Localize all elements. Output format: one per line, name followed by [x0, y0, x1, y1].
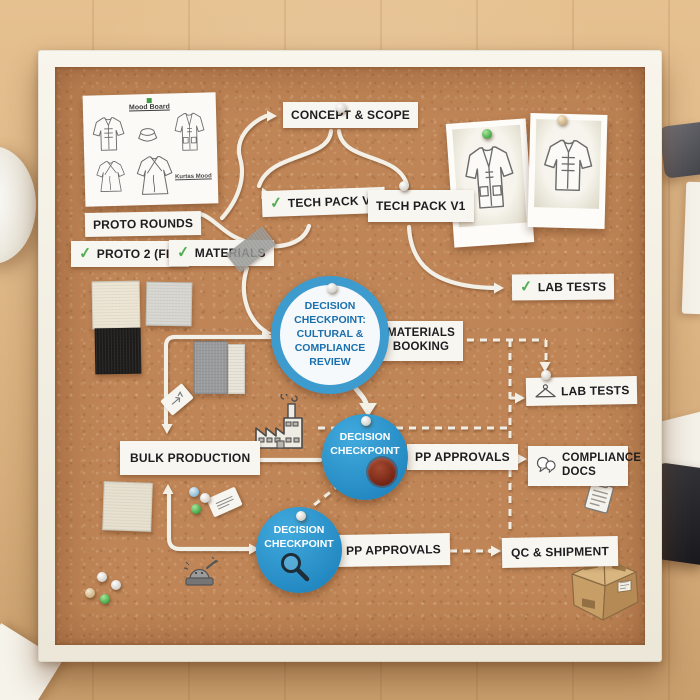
jacket-sketch: [541, 128, 595, 199]
mood-board-card: Mood Board Kurtas Mood: [82, 92, 219, 207]
label-text: CONCEPT & SCOPE: [291, 108, 411, 122]
label-concept-scope: CONCEPT & SCOPE: [283, 102, 419, 128]
check-icon: ✓: [519, 277, 534, 296]
hat-sketch: [135, 124, 160, 145]
label-pp-approvals-mid: PP APPROVALS: [407, 444, 518, 470]
fabric-swatch-white: [228, 344, 245, 394]
circle-text: DECISION CHECKPOINT: [264, 524, 334, 550]
label-qc-shipment: QC & SHIPMENT: [501, 535, 619, 569]
clipboard-icon: [584, 479, 614, 514]
push-pin-tan: [557, 115, 567, 125]
label-pp-approvals-bottom: PP APPROVALS: [336, 533, 451, 567]
mood-card-caption: Kurtas Mood: [174, 173, 212, 181]
label-text: COMPLIANCE DOCS: [562, 452, 642, 478]
label-text: PP APPROVALS: [345, 542, 441, 558]
wrap-jacket-sketch: [134, 151, 175, 198]
hanger-icon: [535, 384, 556, 398]
magnifier-icon: [281, 553, 310, 582]
factory-icon: [255, 394, 303, 449]
mole-icon: [183, 556, 219, 586]
label-text: QC & SHIPMENT: [510, 544, 610, 560]
polaroid-jacket: [527, 113, 608, 229]
decision-checkpoint-bottom-circle: DECISION CHECKPOINT: [256, 507, 342, 593]
circle-text: DECISION CHECKPOINT: [330, 431, 400, 457]
label-lab-tests: LAB TESTS: [525, 376, 638, 406]
label-text: TECH PACK V1: [287, 193, 378, 211]
fabric-swatch-cream: [91, 280, 141, 330]
check-icon: ✓: [268, 193, 284, 213]
jacket-sketch: [91, 113, 126, 154]
push-pin-white: [327, 283, 337, 293]
scribble-icon: [215, 495, 234, 510]
fabric-swatch-black: [94, 327, 142, 375]
label-bulk-production: BULK PRODUCTION: [120, 441, 261, 475]
push-pin-green: [191, 504, 201, 514]
dark-device-top-right: [659, 121, 700, 179]
decision-checkpoint-review-circle: DECISION CHECKPOINT: CULTURAL & COMPLIAN…: [271, 276, 389, 394]
label-text: TECH PACK V1: [376, 199, 466, 213]
label-text: LAB TESTS: [560, 383, 630, 399]
leaf-icon: [146, 97, 152, 104]
label-tech-pack-v1: TECH PACK V1: [368, 190, 474, 222]
check-icon: ✓: [78, 244, 93, 263]
label-text: PROTO 2 (FIT): [96, 247, 182, 261]
push-pin-white: [200, 493, 210, 503]
label-materials-booking: MATERIALS BOOKING: [379, 321, 463, 361]
coat-sketch: [173, 109, 206, 154]
push-pin-white: [336, 103, 346, 113]
push-pin-white: [97, 572, 107, 582]
speech-bubbles-icon: [536, 457, 556, 474]
fabric-swatch-cream: [102, 481, 153, 532]
label-lab-tests-checked: ✓ LAB TESTS: [511, 273, 615, 301]
wrap-jacket-sketch: [94, 157, 127, 196]
label-compliance-docs: COMPLIANCE DOCS: [528, 446, 641, 486]
fabric-swatch-lightgray: [145, 281, 193, 327]
label-text: BULK PRODUCTION: [130, 451, 251, 465]
push-pin-white: [399, 181, 409, 191]
label-text: MATERIALS BOOKING: [386, 327, 456, 353]
push-pin-blue: [189, 487, 199, 497]
push-pin-white: [541, 370, 551, 380]
fabric-swatch-gray: [194, 341, 228, 394]
check-icon: ✓: [176, 243, 191, 262]
cardboard-box: [571, 558, 639, 621]
wax-seal-icon: [368, 458, 396, 486]
push-pin-white: [296, 511, 306, 521]
decision-checkpoint-mid-circle: DECISION CHECKPOINT: [322, 414, 408, 500]
label-text: PP APPROVALS: [415, 450, 510, 464]
label-text: PROTO ROUNDS: [92, 216, 194, 232]
push-pin-green: [482, 129, 492, 139]
push-pin-white: [111, 580, 121, 590]
label-proto-rounds: PROTO ROUNDS: [84, 210, 202, 238]
push-pin-green: [100, 594, 110, 604]
push-pin-white: [361, 416, 371, 426]
circle-text: DECISION CHECKPOINT: CULTURAL & COMPLIAN…: [294, 300, 366, 368]
push-pin-tan: [85, 588, 95, 598]
label-text: LAB TESTS: [537, 279, 607, 295]
